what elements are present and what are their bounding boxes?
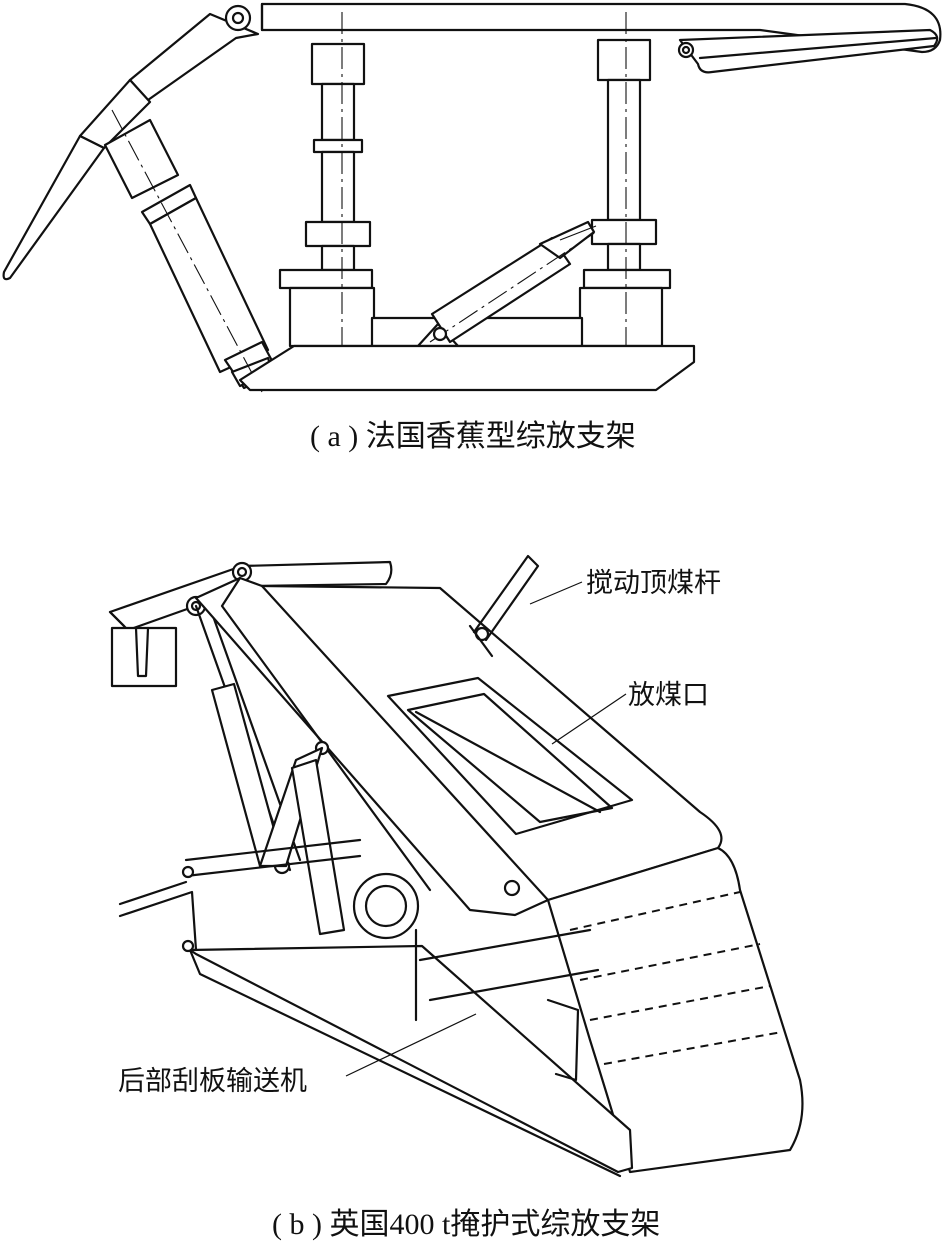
label-rear-conveyor: 后部刮板输送机 xyxy=(118,1066,307,1097)
leader-rear-conveyor xyxy=(345,1013,477,1077)
caption-b: ( b ) 英国400 t掩护式综放支架 xyxy=(272,1208,660,1241)
caption-a: ( a ) 法国香蕉型综放支架 xyxy=(310,420,636,453)
leader-coal-outlet xyxy=(551,693,627,745)
shield-type-support-drawing xyxy=(108,554,804,1178)
label-stirring-rod: 搅动顶煤杆 xyxy=(586,568,721,599)
banana-type-support-drawing xyxy=(2,2,942,393)
label-coal-outlet: 放煤口 xyxy=(628,680,709,711)
leader-stirring-rod xyxy=(529,581,583,605)
